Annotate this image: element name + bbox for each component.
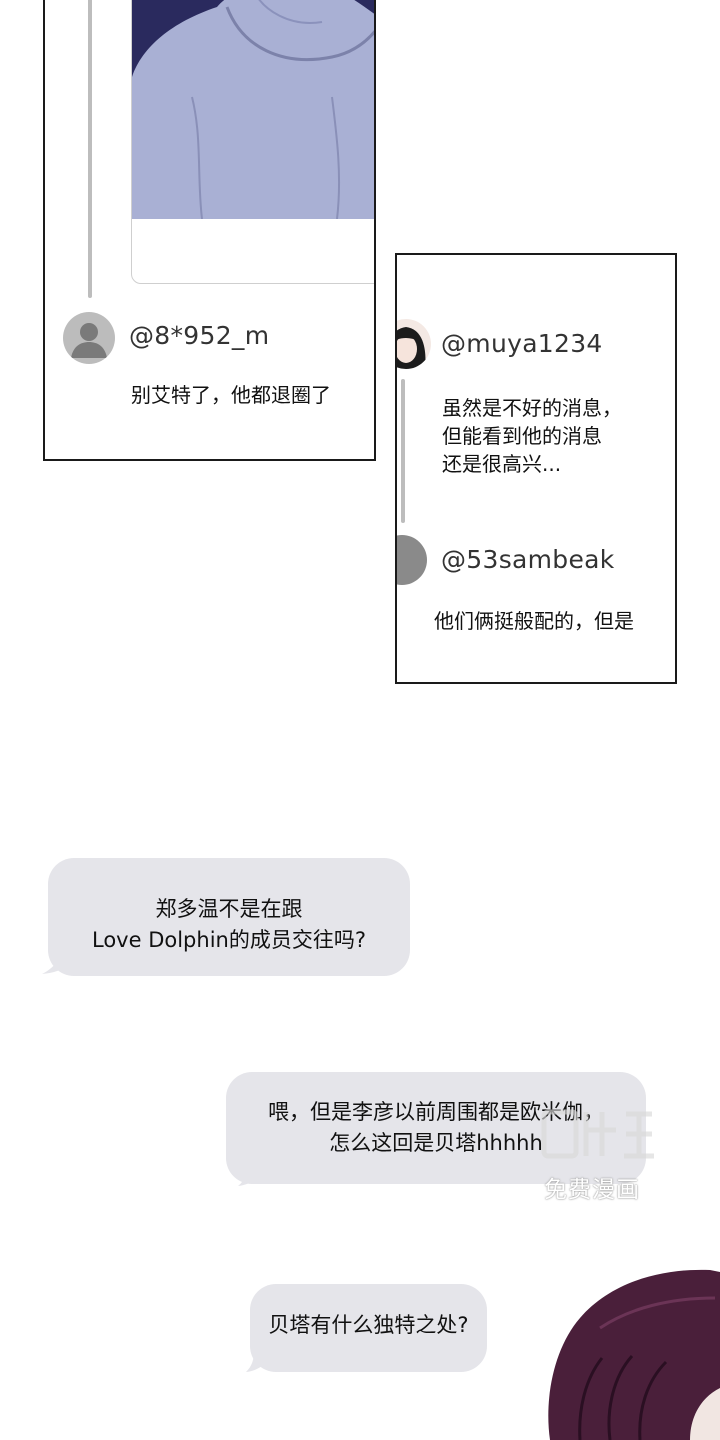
comment-text-line: 但能看到他的消息 <box>442 424 602 448</box>
bubble-line: Love Dolphin的成员交往吗? <box>92 928 366 952</box>
comment-text-line: 还是很高兴... <box>442 452 562 476</box>
thread-line <box>88 0 92 298</box>
chat-bubble: 贝塔有什么独特之处? <box>250 1284 487 1372</box>
watermark-text: 免费漫画 <box>544 1177 640 1203</box>
watermark-logo <box>541 1109 654 1159</box>
post-image-card[interactable] <box>131 0 374 284</box>
chat-bubble: 郑多温不是在跟 Love Dolphin的成员交往吗? <box>48 858 410 976</box>
bubble-line: 怎么这回是贝塔hhhhh <box>329 1131 543 1155</box>
comment-handle[interactable]: @muya1234 <box>441 329 603 358</box>
comment-text-line: 他们俩挺般配的，但是 <box>434 609 634 633</box>
girl-portrait-icon <box>397 319 431 369</box>
comment-text: 别艾特了，他都退圈了 <box>131 383 331 407</box>
comment-panel-left: @8*952_m 别艾特了，他都退圈了 <box>43 0 376 461</box>
comment-handle[interactable]: @53sambeak <box>441 545 615 574</box>
thread-line <box>401 379 405 523</box>
bubble-line: 贝塔有什么独特之处? <box>268 1313 469 1337</box>
comment-text-line: 虽然是不好的消息， <box>442 396 622 420</box>
comment-panel-right: @muya1234 虽然是不好的消息， 但能看到他的消息 还是很高兴... @5… <box>395 253 677 684</box>
hoodie-illustration <box>132 0 374 219</box>
character-hair-illustration <box>548 1269 720 1440</box>
comment-handle[interactable]: @8*952_m <box>129 321 270 350</box>
person-silhouette-icon <box>397 535 427 585</box>
bubble-line: 郑多温不是在跟 <box>155 897 303 921</box>
person-silhouette-icon <box>63 312 115 364</box>
